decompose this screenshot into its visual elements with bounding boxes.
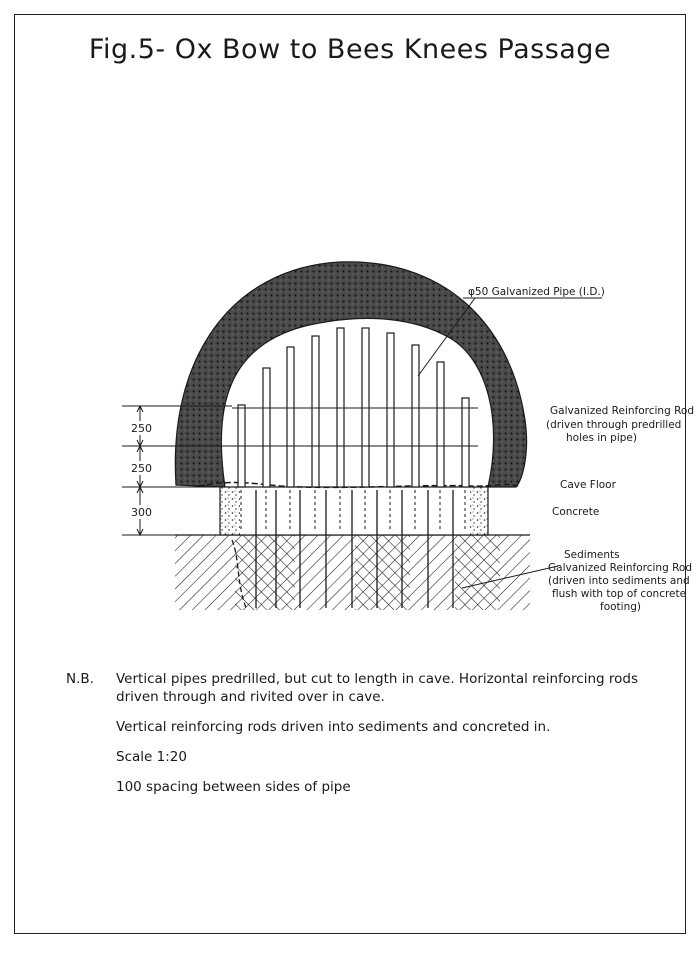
note-row-first: N.B. Vertical pipes predrilled, but cut … [66, 670, 666, 808]
rod-vertical-label-3: flush with top of concrete [552, 588, 686, 600]
nb-label: N.B. [66, 671, 94, 687]
rod-horizontal-label-1: Galvanized Reinforcing Rod [550, 405, 694, 417]
drawing-frame [14, 14, 686, 934]
concrete-footing [219, 486, 489, 536]
horizontal-rods [232, 407, 478, 447]
rod-vertical-label-1: Galvanized Reinforcing Rod [548, 562, 692, 574]
dimension-300: 300 [131, 506, 152, 519]
leader-lines [417, 297, 602, 589]
pipe-stubs-in-concrete [240, 490, 466, 532]
dimension-250-top: 250 [131, 422, 152, 435]
sediments-layer [175, 534, 530, 610]
sediments-label: Sediments [564, 549, 620, 561]
concrete-label: Concrete [552, 506, 599, 518]
note-body: Vertical pipes predrilled, but cut to le… [116, 670, 666, 808]
vertical-rods [255, 490, 454, 608]
rod-vertical-label-2: (driven into sediments and [548, 575, 690, 587]
rock-arch [174, 261, 528, 488]
rod-vertical-label-4: footing) [600, 601, 641, 613]
dimension-250-middle: 250 [131, 462, 152, 475]
pipe-label: φ50 Galvanized Pipe (I.D.) [468, 286, 605, 298]
note-line-4: 100 spacing between sides of pipe [116, 779, 351, 795]
rod-horizontal-label-3: holes in pipe) [566, 432, 637, 444]
figure-title: Fig.5- Ox Bow to Bees Knees Passage [88, 34, 612, 65]
notes-section: N.B. Vertical pipes predrilled, but cut … [66, 670, 666, 817]
cave-floor-label: Cave Floor [560, 479, 617, 491]
note-line-1: Vertical pipes predrilled, but cut to le… [116, 671, 638, 705]
rod-horizontal-label-2: (driven through predrilled [546, 419, 681, 431]
note-line-3: Scale 1:20 [116, 749, 187, 765]
note-line-2: Vertical reinforcing rods driven into se… [116, 719, 551, 735]
